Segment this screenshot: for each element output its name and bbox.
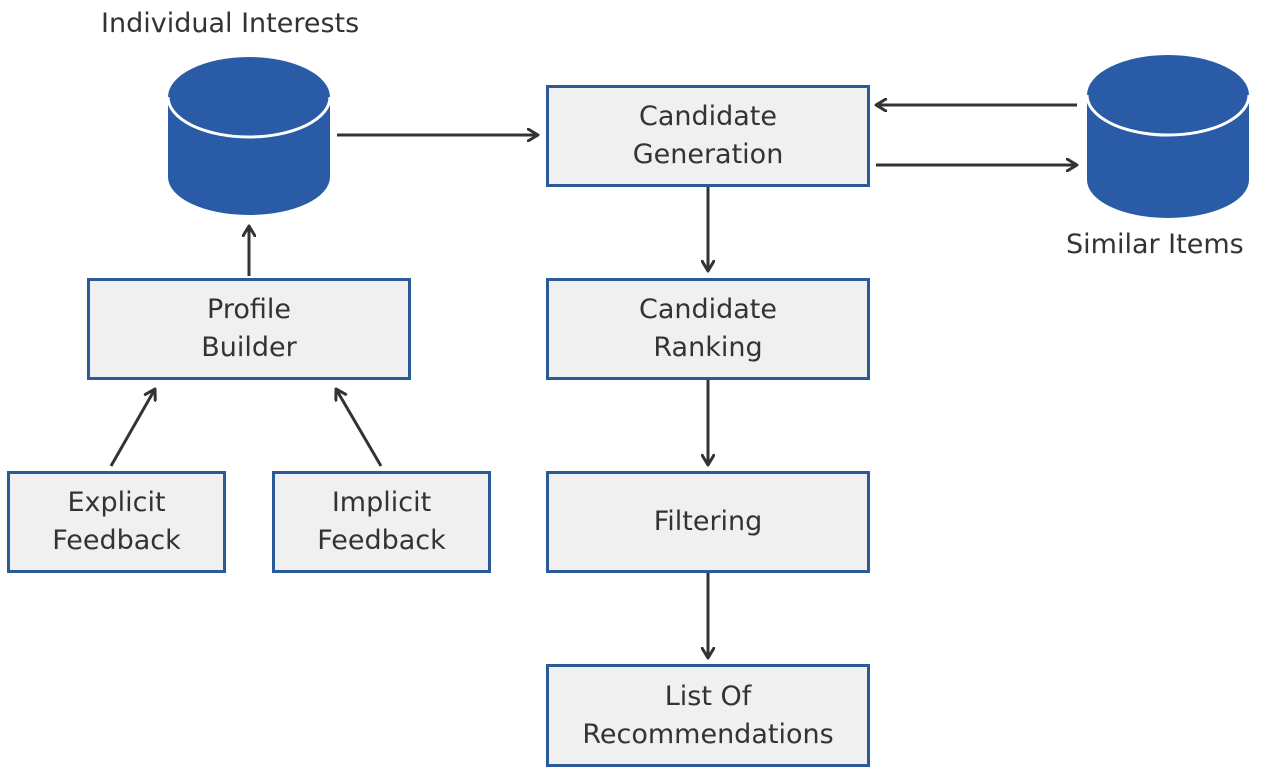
filtering-label: Filtering xyxy=(653,506,763,537)
profile-builder-line1: Profile xyxy=(207,294,291,325)
candidate-generation-line1: Candidate xyxy=(638,101,778,132)
candidate-generation-box: Candidate Generation xyxy=(546,85,870,187)
list-of-recommendations-line1: List Of xyxy=(664,680,752,712)
individual-interests-database-icon xyxy=(166,57,332,215)
candidate-ranking-line1: Candidate xyxy=(638,294,778,325)
arrow-explicit-to-profile xyxy=(109,389,155,467)
implicit-feedback-line1: Implicit xyxy=(331,487,432,518)
profile-builder-line2: Builder xyxy=(201,332,297,363)
explicit-feedback-line1: Explicit xyxy=(67,487,166,518)
similar-items-label: Similar Items xyxy=(1066,229,1244,260)
list-of-recommendations-box: List Of Recommendations xyxy=(546,664,870,767)
explicit-feedback-box: Explicit Feedback xyxy=(7,471,226,573)
profile-builder-box: Profile Builder xyxy=(87,278,411,380)
individual-interests-label: Individual Interests xyxy=(101,8,360,39)
explicit-feedback-line2: Feedback xyxy=(52,525,181,556)
implicit-feedback-line2: Feedback xyxy=(317,525,446,556)
list-of-recommendations-line2: Recommendations xyxy=(582,718,834,750)
filtering-box: Filtering xyxy=(546,471,870,573)
candidate-generation-line2: Generation xyxy=(632,139,784,170)
similar-items-database-icon xyxy=(1085,55,1251,218)
candidate-ranking-box: Candidate Ranking xyxy=(546,278,870,380)
candidate-ranking-line2: Ranking xyxy=(653,332,763,363)
arrow-implicit-to-profile xyxy=(336,389,383,467)
implicit-feedback-box: Implicit Feedback xyxy=(272,471,491,573)
